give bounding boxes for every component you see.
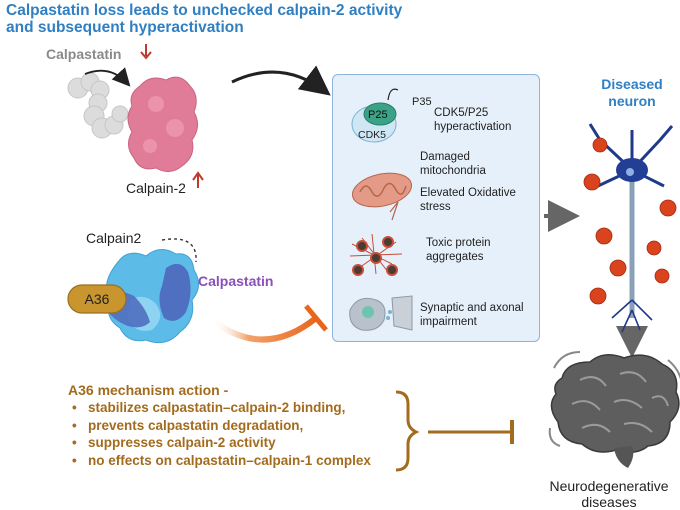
inhibition-arc xyxy=(210,315,318,343)
synapse-icon xyxy=(349,295,413,331)
panel-item-synaptic: Synaptic and axonal impairment xyxy=(420,302,524,328)
cdk5-label: CDK5 xyxy=(358,129,387,141)
diseased-neuron-icon xyxy=(583,123,677,333)
mitochondria-icon xyxy=(351,172,413,221)
panel-item-aggregates: Toxic protein aggregates xyxy=(426,237,491,263)
calpain2-complex-label: Calpain2 xyxy=(86,230,142,246)
panel-item-mitochondria: Damaged mitochondria xyxy=(420,151,486,177)
mechanism-point: stabilizes calpastatin–calpain-2 binding… xyxy=(70,399,371,417)
a36-drug-badge xyxy=(67,284,127,314)
pathology-panel xyxy=(332,74,540,342)
binding-arrow xyxy=(84,67,131,87)
panel-icons xyxy=(349,88,413,331)
a36-label: A36 xyxy=(84,291,110,307)
mechanism-title: A36 mechanism action - xyxy=(68,382,229,398)
disease-label: Neurodegenerative diseases xyxy=(549,478,669,510)
mechanism-point: prevents calpastatin degradation, xyxy=(70,417,371,435)
mechanism-point: no effects on calpastatin–calpain-1 comp… xyxy=(70,452,371,470)
panel-item-oxidative: Elevated Oxidative stress xyxy=(420,187,516,213)
p35-label: P35 xyxy=(412,96,432,108)
calpastatin-complex-label: Calpastatin xyxy=(198,273,274,289)
mechanism-point: suppresses calpain-2 activity xyxy=(70,434,371,452)
cdk5-p25-icon xyxy=(351,88,399,143)
p25-label: P25 xyxy=(368,109,388,121)
calpain2-label: Calpain-2 xyxy=(126,180,186,196)
pathway-arrow xyxy=(231,65,331,96)
mechanism-list: stabilizes calpastatin–calpain-2 binding… xyxy=(70,399,371,469)
protein-aggregates-icon xyxy=(349,233,403,276)
decrease-arrowhead xyxy=(140,51,152,60)
interaction-dashed-line xyxy=(161,238,197,263)
calpastatin-fragment-icon xyxy=(67,72,129,139)
calpain2-protein-icon xyxy=(127,76,198,172)
inhibition-bar xyxy=(304,304,328,332)
increase-arrowhead xyxy=(192,171,204,181)
panel-item-cdk5: CDK5/P25 hyperactivation xyxy=(434,107,512,133)
mechanism-brace xyxy=(395,390,420,472)
figure-title: Calpastatin loss leads to unchecked calp… xyxy=(6,2,403,36)
brain-icon xyxy=(548,351,680,468)
diseased-neuron-label: Diseased neuron xyxy=(601,76,663,109)
calpastatin-label: Calpastatin xyxy=(46,46,122,62)
